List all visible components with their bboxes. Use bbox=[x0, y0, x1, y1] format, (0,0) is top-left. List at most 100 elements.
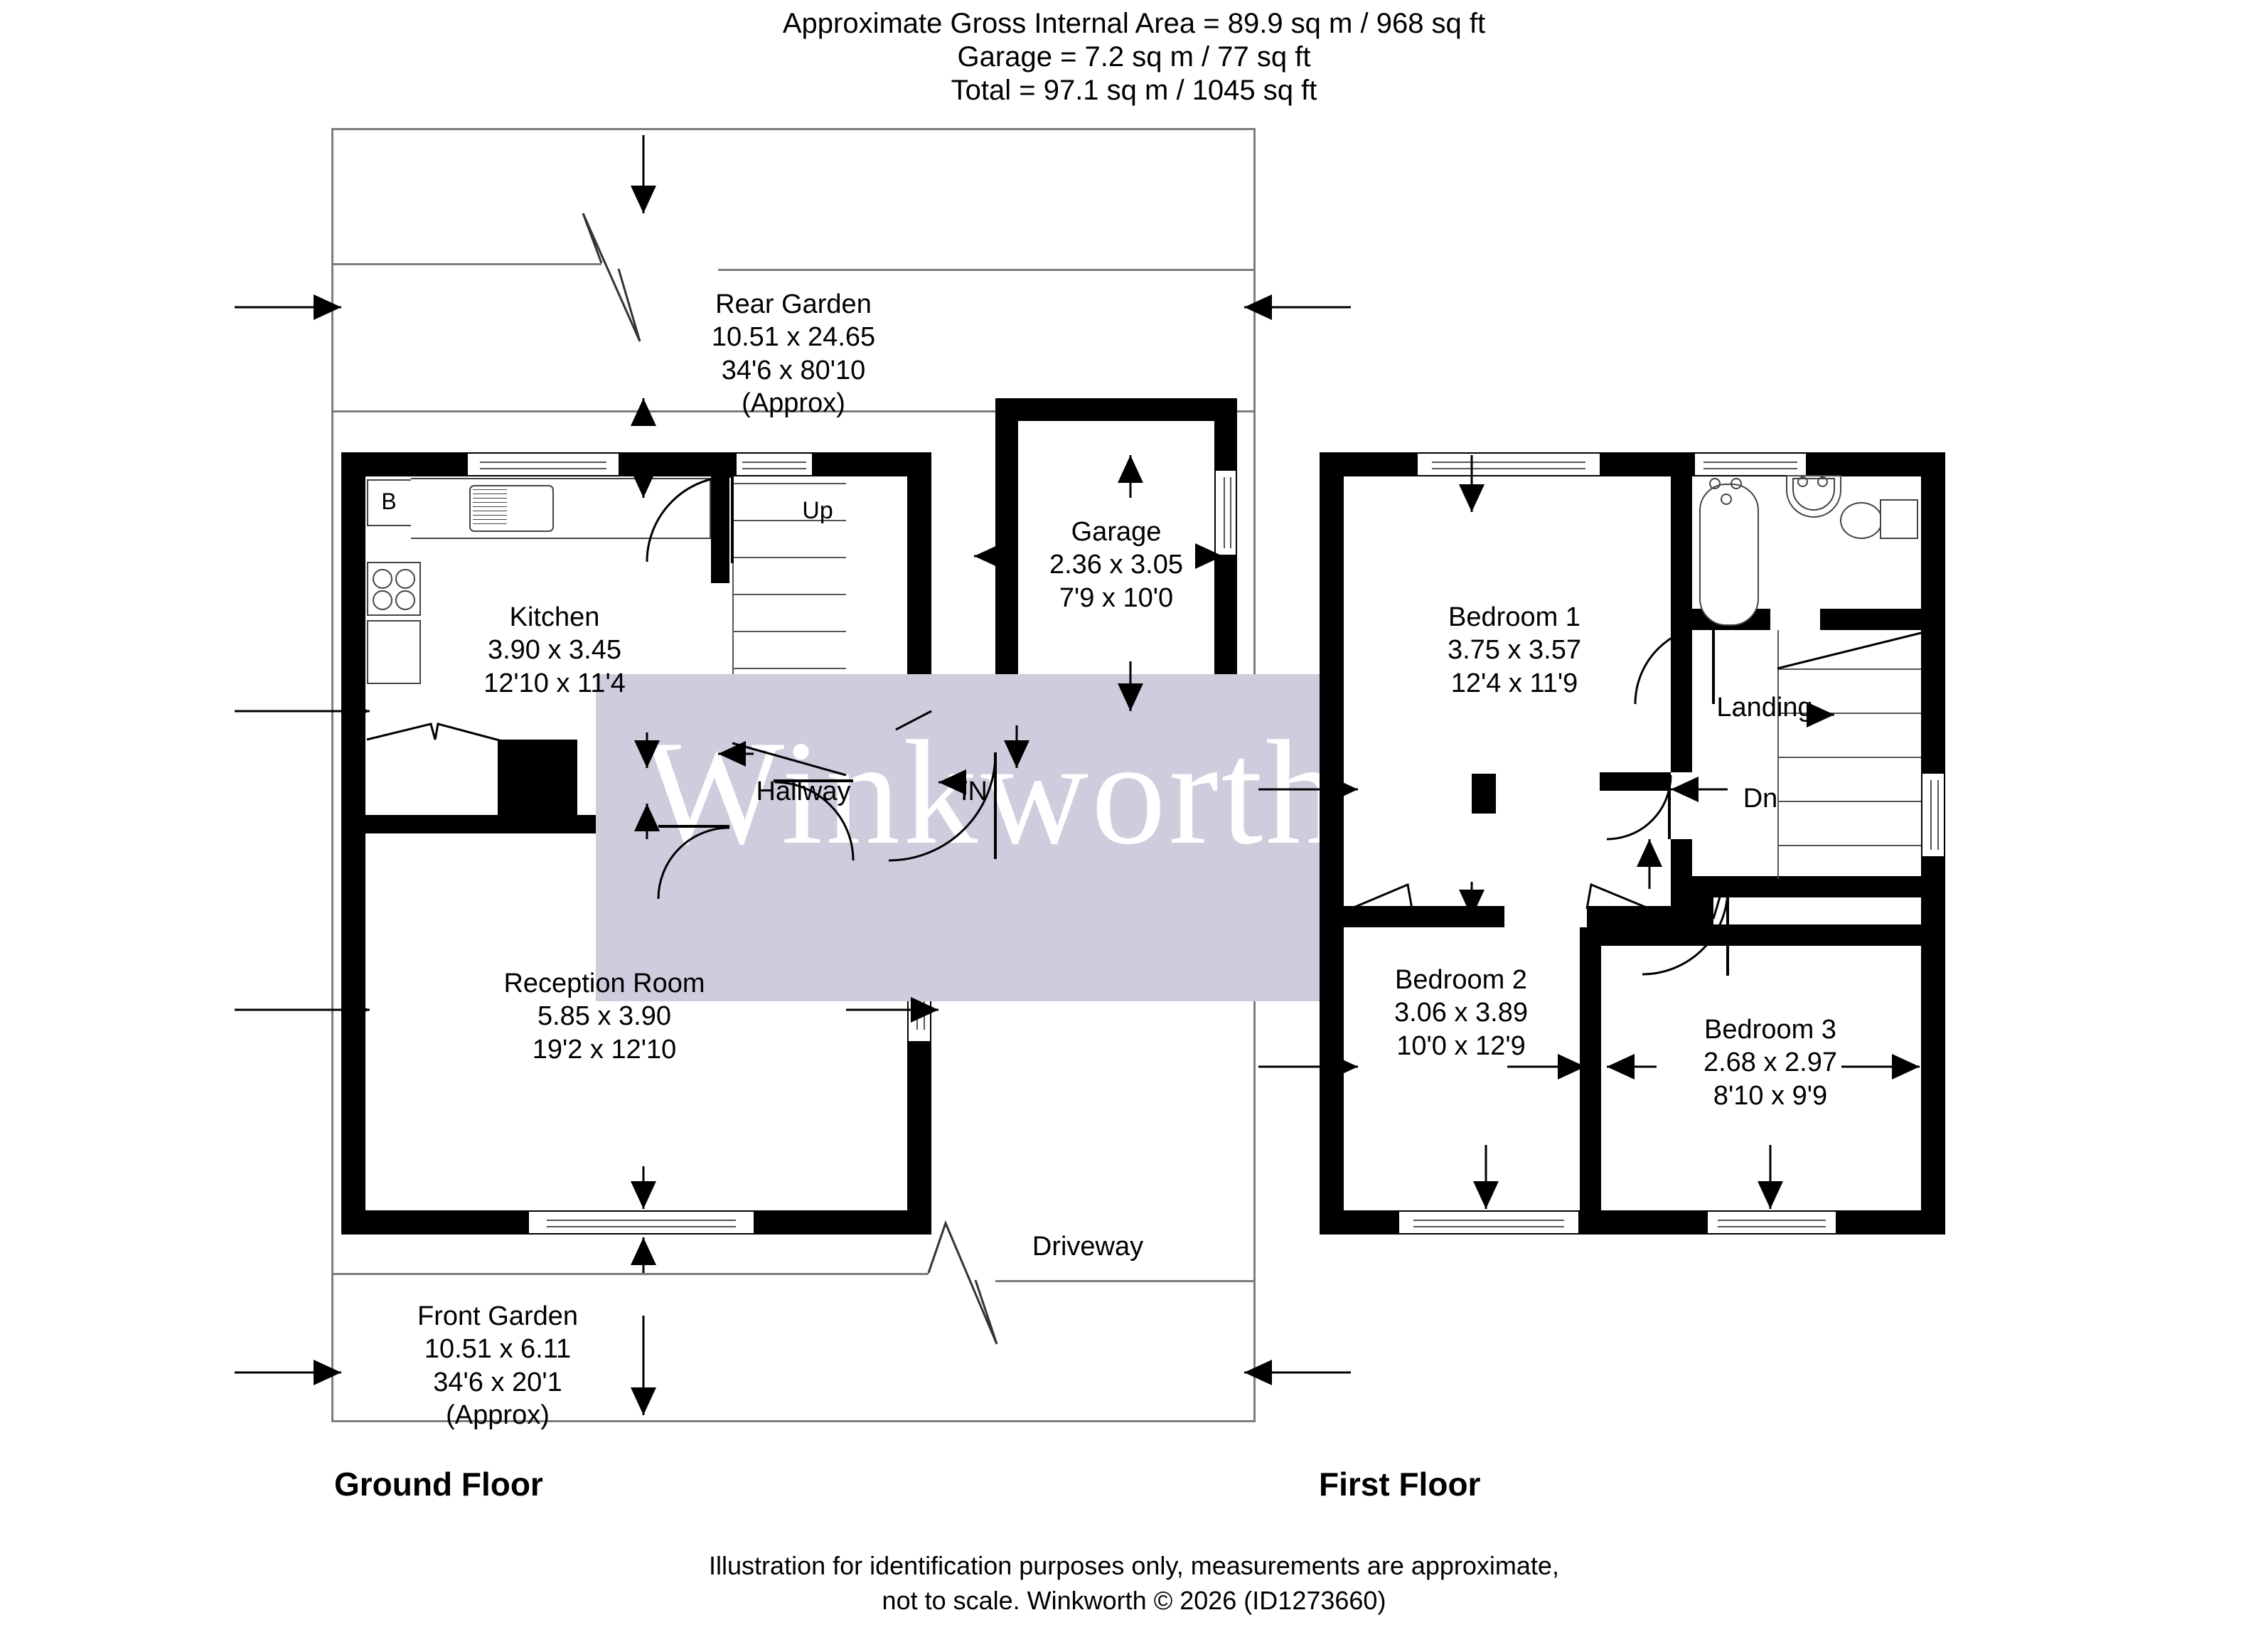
gross-internal-area: Approximate Gross Internal Area = 89.9 s… bbox=[782, 8, 1486, 39]
bathtub-tap-1 bbox=[1709, 478, 1721, 489]
bedroom2-label: Bedroom 2 3.06 x 3.89 10'0 x 12'9 bbox=[1344, 964, 1578, 1062]
ground-floor-title: Ground Floor bbox=[334, 1466, 543, 1503]
bedroom2-name: Bedroom 2 bbox=[1395, 965, 1527, 995]
hob-burner-4 bbox=[395, 590, 415, 610]
plot-bottom-boundary bbox=[331, 1420, 1256, 1422]
area-summary: Approximate Gross Internal Area = 89.9 s… bbox=[0, 7, 2268, 108]
reception-room-label: Reception Room 5.85 x 3.90 19'2 x 12'10 bbox=[441, 967, 768, 1066]
bedroom2-metric: 3.06 x 3.89 bbox=[1394, 998, 1529, 1028]
garage-window bbox=[1214, 469, 1237, 556]
landing-window bbox=[1921, 772, 1945, 858]
garage-name: Garage bbox=[1071, 517, 1162, 547]
front-garden-metric: 10.51 x 6.11 bbox=[424, 1334, 572, 1365]
kitchen-sink-drainer bbox=[473, 489, 507, 525]
kitchen-base-unit bbox=[367, 620, 421, 684]
front-garden-imperial: 34'6 x 20'1 bbox=[433, 1367, 562, 1397]
bedroom3-name: Bedroom 3 bbox=[1704, 1015, 1836, 1045]
reception-imperial: 19'2 x 12'10 bbox=[532, 1034, 677, 1065]
bedroom1-south-wall bbox=[1320, 906, 1504, 927]
plot-left-boundary bbox=[331, 128, 333, 1422]
kitchen-imperial: 12'10 x 11'4 bbox=[483, 668, 626, 698]
bathroom-window bbox=[1694, 452, 1807, 476]
kitchen-window bbox=[466, 452, 620, 476]
kitchen-counter-top bbox=[411, 478, 711, 539]
staircase-stringer bbox=[732, 562, 734, 743]
first-floor-staircase bbox=[1777, 668, 1921, 875]
disclaimer: Illustration for identification purposes… bbox=[0, 1549, 2268, 1618]
hob-burner-2 bbox=[395, 569, 415, 589]
understairs-cupboard bbox=[498, 740, 577, 815]
reception-window-south bbox=[528, 1210, 755, 1235]
bathtub-plug bbox=[1721, 494, 1732, 505]
garage-imperial: 7'9 x 10'0 bbox=[1059, 582, 1174, 613]
bedroom3-window bbox=[1706, 1210, 1837, 1235]
garage-north-wall bbox=[995, 398, 1237, 421]
entrance-in-label: IN bbox=[961, 777, 988, 806]
stairs-up-label: Up bbox=[802, 497, 833, 524]
first-east-wall-lower bbox=[1921, 858, 1945, 1235]
bedroom1-alcove-wall bbox=[1600, 772, 1671, 791]
kitchen-metric: 3.90 x 3.45 bbox=[487, 635, 622, 666]
bathroom-west-wall bbox=[1671, 452, 1692, 630]
bedroom1-door-jamb bbox=[1472, 774, 1496, 814]
hall-reception-wall bbox=[365, 815, 600, 833]
bedroom1-window bbox=[1416, 452, 1601, 476]
first-west-wall bbox=[1320, 452, 1344, 1235]
stair-balustrade bbox=[1777, 630, 1779, 879]
reception-metric: 5.85 x 3.90 bbox=[537, 1001, 672, 1032]
bedroom1-name: Bedroom 1 bbox=[1448, 602, 1580, 632]
front-garden-approx: (Approx) bbox=[446, 1400, 550, 1431]
front-garden-label: Front Garden 10.51 x 6.11 34'6 x 20'1 (A… bbox=[348, 1300, 647, 1432]
bedroom1-label: Bedroom 1 3.75 x 3.57 12'4 x 11'9 bbox=[1372, 601, 1657, 700]
first-floor-title: First Floor bbox=[1319, 1466, 1481, 1503]
bedroom3-north-wall-step bbox=[1692, 876, 1921, 897]
bathroom-south-wall-2 bbox=[1820, 609, 1945, 630]
bedroom3-north-wall bbox=[1601, 924, 1921, 946]
rear-garden-metric: 10.51 x 24.65 bbox=[711, 322, 876, 353]
front-garden-name: Front Garden bbox=[417, 1301, 578, 1331]
bedroom2-east-wall bbox=[1580, 927, 1601, 1233]
front-garden-top-line-2 bbox=[995, 1280, 1256, 1282]
ground-west-wall bbox=[341, 452, 365, 1235]
bedroom1-metric: 3.75 x 3.57 bbox=[1447, 635, 1582, 666]
hob-burner-1 bbox=[373, 569, 392, 589]
garden-divider-line bbox=[331, 263, 601, 265]
ground-east-wall-lower bbox=[907, 1043, 931, 1235]
toilet-bowl bbox=[1840, 502, 1883, 539]
garden-divider-line-2 bbox=[718, 269, 1256, 271]
basin-tap-2 bbox=[1817, 476, 1828, 487]
toilet-cistern bbox=[1880, 499, 1918, 539]
disclaimer-line1: Illustration for identification purposes… bbox=[709, 1551, 1559, 1580]
bedroom3-metric: 2.68 x 2.97 bbox=[1703, 1047, 1838, 1078]
total-area: Total = 97.1 sq m / 1045 sq ft bbox=[951, 75, 1317, 107]
kitchen-name: Kitchen bbox=[509, 602, 600, 632]
landing-stair-wall bbox=[1692, 876, 1713, 946]
kitchen-east-wall bbox=[711, 469, 729, 583]
bedroom2-imperial: 10'0 x 12'9 bbox=[1396, 1030, 1526, 1061]
rear-garden-imperial: 34'6 x 80'10 bbox=[721, 355, 866, 385]
bedroom1-imperial: 12'4 x 11'9 bbox=[1450, 668, 1578, 698]
first-south-wall-left bbox=[1320, 1210, 1398, 1235]
driveway-label: Driveway bbox=[1032, 1232, 1144, 1262]
bedroom3-label: Bedroom 3 2.68 x 2.97 8'10 x 9'9 bbox=[1649, 1013, 1891, 1112]
bathtub bbox=[1699, 484, 1759, 626]
hall-window bbox=[735, 452, 813, 476]
bedroom3-imperial: 8'10 x 9'9 bbox=[1713, 1080, 1828, 1111]
hallway-label: Hallway bbox=[756, 777, 851, 806]
bathtub-tap-2 bbox=[1731, 478, 1742, 489]
rear-garden-name: Rear Garden bbox=[715, 289, 872, 319]
garage-metric: 2.36 x 3.05 bbox=[1049, 550, 1184, 580]
basin-tap-1 bbox=[1797, 476, 1808, 487]
rear-garden-approx: (Approx) bbox=[742, 388, 845, 419]
kitchen-label: Kitchen 3.90 x 3.45 12'10 x 11'4 bbox=[405, 601, 704, 700]
garage-label: Garage 2.36 x 3.05 7'9 x 10'0 bbox=[1010, 516, 1223, 614]
first-south-wall-right bbox=[1837, 1210, 1945, 1235]
stairs-down-label: Dn bbox=[1743, 784, 1778, 814]
disclaimer-line2: not to scale. Winkworth © 2026 (ID127366… bbox=[882, 1585, 1386, 1615]
front-garden-top-line bbox=[331, 1273, 929, 1275]
boiler-label: B bbox=[381, 489, 397, 514]
wash-basin-bowl bbox=[1792, 478, 1835, 511]
bedroom2-window bbox=[1398, 1210, 1580, 1235]
hob-burner-3 bbox=[373, 590, 392, 610]
rear-garden-label: Rear Garden 10.51 x 24.65 34'6 x 80'10 (… bbox=[616, 288, 971, 420]
